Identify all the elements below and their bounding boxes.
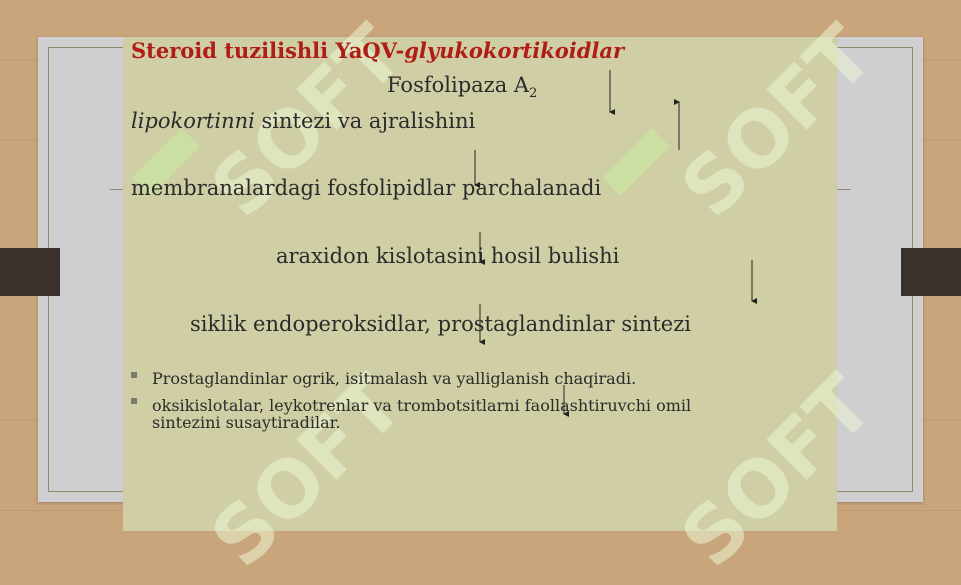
bullet-marker <box>131 398 137 404</box>
right-tab-decoration <box>901 248 961 296</box>
bullet-item-1: Prostaglandinlar ogrik, isitmalash va ya… <box>152 369 637 388</box>
line-lipokortin: lipokortinni sintezi va ajralishini <box>131 109 475 133</box>
content-panel: SOFT SOFT SOFT SOFT <box>123 9 890 585</box>
divider-left <box>110 189 124 190</box>
title-bold: Steroid tuzilishli YaQV- <box>131 38 405 63</box>
left-tab-decoration <box>0 248 60 296</box>
bullet-item-2: oksikislotalar, leykotrenlar va trombots… <box>152 396 692 415</box>
bullet-marker <box>131 372 137 378</box>
line-prostaglandins: siklik endoperoksidlar, prostaglandinlar… <box>190 312 691 336</box>
lipokortin-rest: sintezi va ajralishini <box>254 109 476 133</box>
enzyme-subscript: 2 <box>529 86 538 102</box>
enzyme-label: Fosfolipaza A2 <box>387 73 537 101</box>
lipokortin-italic: lipokortinni <box>131 109 255 133</box>
title-italic: glyukokortikoidlar <box>404 38 625 63</box>
bullet-item-2-cont: sintezini susaytiradilar. <box>152 413 341 432</box>
line-arachidonic: araxidon kislotasini hosil bulishi <box>276 244 620 268</box>
line-membrane: membranalardagi fosfolipidlar parchalana… <box>131 176 602 200</box>
slide-title: Steroid tuzilishli YaQV-glyukokortikoidl… <box>131 38 624 63</box>
flow-arrows <box>474 70 757 417</box>
divider-right <box>836 189 851 190</box>
enzyme-name: Fosfolipaza A <box>387 73 530 97</box>
